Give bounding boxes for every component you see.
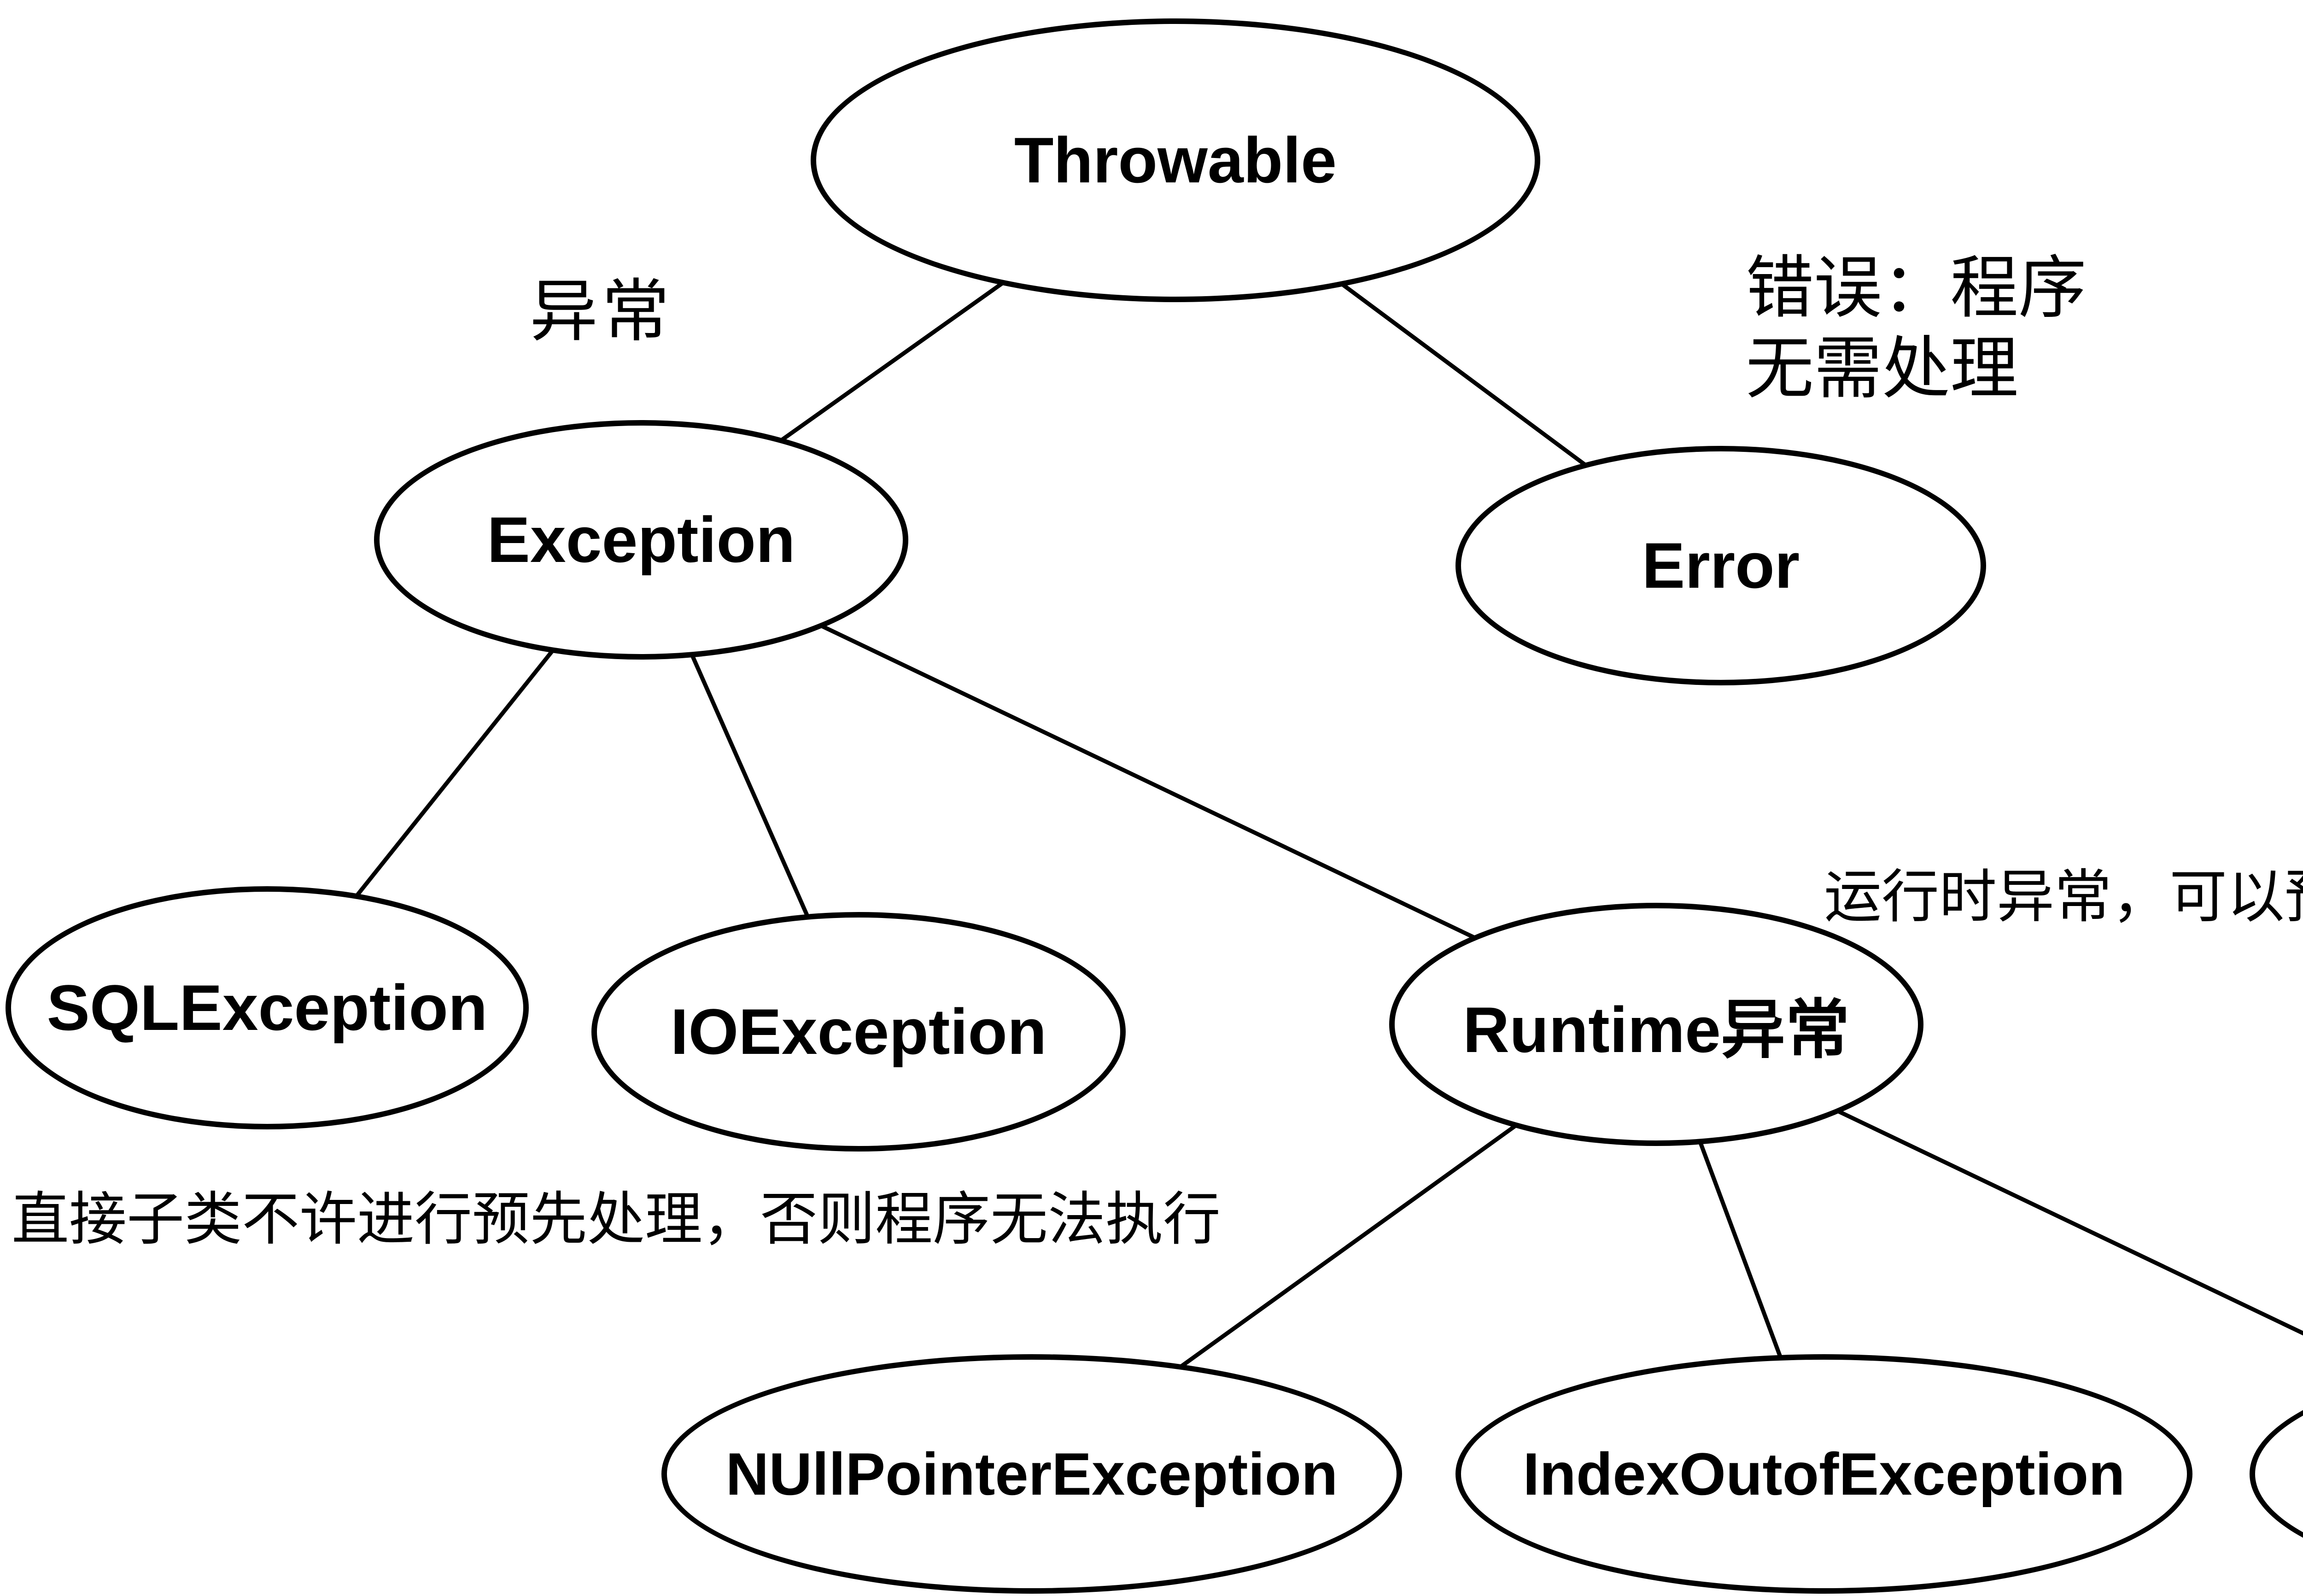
annotation-error-note-line1: 错误：程序 [1746, 251, 2087, 327]
node-runtime-exception-label: Runtime异常 [1462, 994, 1850, 1066]
annotation-error-note-line2: 无需处理 [1746, 332, 2018, 407]
node-exception-label: Exception [487, 503, 795, 576]
node-runtime-exception: Runtime异常 [1389, 903, 1923, 1146]
node-indexoutofexception-label: IndexOutofException [1523, 1440, 2125, 1508]
annotation-exception-note: 异常 [530, 275, 673, 350]
node-ioexception-label: IOException [670, 995, 1047, 1068]
node-exception: Exception [374, 420, 908, 660]
annotation-error-note: 错误：程序 无需处理 [1746, 249, 2087, 410]
node-nullpointerexception-label: NUllPointerException [725, 1440, 1338, 1508]
node-nullpointerexception: NUllPointerException [661, 1354, 1402, 1594]
node-throwable-label: Throwable [1014, 124, 1337, 196]
node-indexoutofexception: IndexOutofException [1455, 1354, 2192, 1594]
node-sqlexception-label: SQLException [47, 971, 488, 1044]
annotation-subclass-note: 直接子类不许进行预先处理，否则程序无法执行 [12, 1187, 1221, 1251]
node-error: Error [1455, 446, 1986, 685]
node-sqlexception: SQLException [6, 886, 529, 1129]
node-ioexception: IOException [591, 912, 1126, 1152]
node-throwable: Throwable [811, 18, 1540, 302]
annotation-runtime-note: 运行时异常，可以预先处理，也可以忽略 [1824, 865, 2303, 929]
node-error-label: Error [1642, 529, 1800, 602]
